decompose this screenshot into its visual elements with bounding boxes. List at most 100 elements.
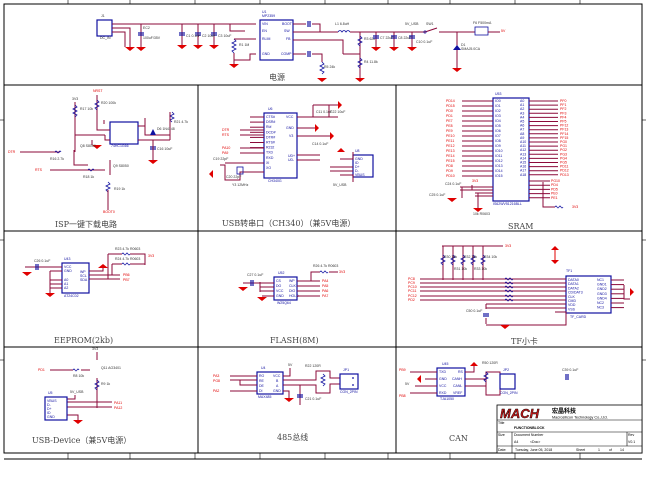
pin-udp: UD+ (288, 154, 295, 158)
pin-gnd: GND (47, 415, 55, 419)
net-dtr: DTR (8, 150, 16, 154)
sram-ic (492, 97, 530, 202)
resistor-r1 (231, 38, 237, 54)
tf-gnd-wire (623, 285, 630, 300)
pin-rs: RS (458, 370, 464, 374)
q8-label: Q8 S8050 (80, 144, 96, 148)
net-rts: RTS (35, 168, 43, 172)
pin-boot: BOOT (282, 22, 293, 26)
sram-pin-label: A3 (520, 111, 524, 115)
tf-net-3v3: 3V3 (505, 244, 511, 248)
pin-ro: RO (259, 374, 265, 378)
sram-vcc-net: 3V3 (472, 179, 478, 183)
pin-di: DI (259, 389, 263, 393)
u5-ref: U5 (48, 391, 53, 395)
sheet-value: 1 (598, 448, 600, 452)
pin-scl: SCL (80, 274, 87, 278)
net-5v: 5V (501, 29, 506, 33)
tf-pin-label: NC2 (597, 301, 604, 305)
section-title-usb-serial: USB转串口（CH340）（兼5V电源） (222, 218, 355, 228)
pin-clk: CLK (289, 284, 296, 288)
net-3v3: 3V3 (339, 270, 345, 274)
conn-pin-gnd: GND (355, 157, 363, 161)
sram-pin-label: IO13 (495, 164, 503, 168)
conn-pin-dm: D- (355, 169, 360, 173)
sram-net-label: PF0 (560, 99, 566, 103)
tf-series-resistor (504, 289, 514, 293)
pin-vcc: VCC (64, 265, 72, 269)
title-label: Title (498, 421, 505, 425)
r23-label: R23 4.7k R0603 (115, 247, 140, 251)
ground-icon (238, 287, 248, 291)
tf-pin-label: VDD (568, 303, 576, 307)
net-dtr: DTR (222, 128, 230, 132)
pin-canh: CANH (452, 377, 462, 381)
q11-label: Q11 AO3401 (101, 366, 121, 370)
tf-pin-label: DATA0 (568, 278, 579, 282)
pin-a0: A0 (64, 278, 68, 282)
fuse-label: F6 F500mA (473, 21, 492, 25)
company-name-cn: 宏晶科技 (552, 407, 577, 415)
section-title-usb-device: USB-Device（兼5V电源） (32, 435, 131, 445)
c11-label: C11 0.1uF (316, 110, 332, 114)
pin-rlim: RLIM (262, 37, 270, 41)
sram-net-label: PE14 (446, 154, 455, 158)
power-arrow-icon (337, 148, 345, 152)
net-3v3: 3V3 (92, 347, 98, 351)
r22-label: R22 120R (305, 364, 321, 368)
sram-pin-label: IO0 (495, 99, 501, 103)
ground-icon (209, 45, 219, 49)
ch340-pin-label: DSR# (266, 120, 275, 124)
r5-label: R5 24k (324, 65, 335, 69)
sram-net-label: PE7 (446, 119, 453, 123)
sram-net-label: PE13 (446, 149, 455, 153)
sram-name: IS62WV51216BLL (493, 202, 522, 206)
sram-pin-label: A17 (520, 169, 526, 173)
net-3v3: 3V3 (72, 97, 78, 101)
tja1050-name: TJA1050 (440, 397, 454, 401)
pin-en: EN (262, 29, 267, 33)
sram-pin-label: A12 (520, 148, 526, 152)
usb-device-section: PD1 3V3 Q11 AO3401 R8 10k R9 1k U5 VBUS … (32, 347, 131, 445)
pin-hold: HOLD (289, 294, 299, 298)
sram-pin-label: IO9 (495, 144, 501, 148)
r1-label: R1 1M (239, 43, 249, 47)
r33-label: R33 10k (474, 267, 487, 271)
can-connector[interactable] (499, 373, 516, 390)
ch340-pin-label: DTR# (266, 135, 275, 139)
eeprom-ic (61, 262, 90, 294)
sram-pin-label: IO10 (495, 149, 503, 153)
jp2-ref: JP2 (503, 368, 509, 372)
sram-net-label: PD14 (446, 99, 455, 103)
net-pa9: PA9 (222, 151, 228, 155)
switch-icon[interactable] (423, 30, 427, 34)
d1-value: SMAJ5.0CA (461, 47, 481, 51)
ground-icon (315, 124, 319, 132)
c39-label: C39 0.1uF (562, 368, 578, 372)
ch340-pin-label: XO (266, 166, 271, 170)
ground-icon (136, 47, 146, 51)
sram-net-label: PD11 (560, 165, 569, 169)
r32-label: R32 10k (464, 255, 477, 259)
sram-pin-label: IO8 (495, 139, 501, 143)
net-pa5: PA5 (322, 284, 328, 288)
pin-vcc: VCC (286, 115, 294, 119)
section-grid (4, 84, 642, 453)
ground-icon (417, 375, 421, 383)
net-pb6: PB6 (123, 273, 130, 277)
r20-label: R21 4.7k (174, 120, 188, 124)
net-nrst: NRST (93, 89, 103, 93)
ch340-pin-label: RTS# (266, 141, 275, 145)
pin-cs: CS (276, 279, 282, 283)
company-name-en: Macrosilicon Technology Co.,Ltd. (552, 416, 608, 420)
rs485-connector[interactable] (339, 373, 359, 390)
flash-ic (273, 276, 298, 301)
pin-fb: FB (286, 37, 291, 41)
sram-net-label: PD10 (446, 174, 455, 178)
flash-ref: U52 (278, 271, 284, 275)
net-pb9: PB9 (399, 368, 406, 372)
c16-label: C16 10uF (157, 147, 172, 151)
c26-label: C26 0.1uF (34, 259, 50, 263)
ground-icon (229, 64, 239, 68)
